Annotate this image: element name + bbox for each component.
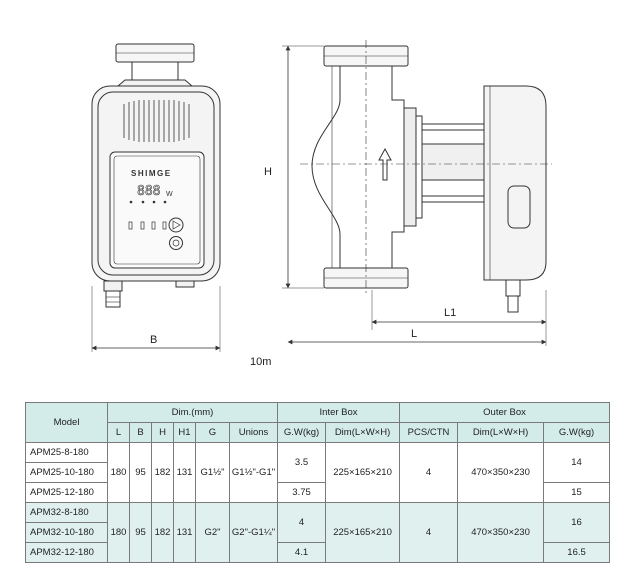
label-B: B bbox=[150, 334, 158, 346]
cell-L: 180 bbox=[107, 502, 130, 563]
label-L1: L1 bbox=[444, 307, 457, 319]
model-cell: APM25-10-180 bbox=[25, 462, 108, 483]
cell-pcs: 4 bbox=[399, 502, 459, 563]
cell-inter-dim: 225×165×210 bbox=[325, 502, 401, 563]
pump-drawing-svg: SHIMGE 888 W bbox=[91, 40, 552, 352]
subheader-L: L bbox=[107, 422, 130, 443]
cell-B: 95 bbox=[129, 442, 152, 503]
label-L: L bbox=[411, 328, 418, 340]
subheader-H: H bbox=[151, 422, 174, 443]
model-cell: APM32-12-180 bbox=[25, 542, 108, 563]
subheader-outer-dim: Dim(L×W×H) bbox=[457, 422, 545, 443]
cell-B: 95 bbox=[129, 502, 152, 563]
display-unit: W bbox=[166, 191, 173, 198]
model-cell: APM32-8-180 bbox=[25, 502, 108, 523]
side-view bbox=[300, 40, 552, 313]
cell-G: G1½" bbox=[195, 442, 230, 503]
table-row: APM25-12-180 3.75 15 bbox=[25, 482, 611, 503]
cell-outer-dim: 470×350×230 bbox=[457, 502, 545, 563]
cell-pcs: 4 bbox=[399, 442, 459, 503]
cell-outer-gw: 16 bbox=[543, 502, 611, 543]
cell-H: 182 bbox=[151, 442, 174, 503]
header-outer-box: Outer Box bbox=[399, 402, 611, 423]
subheader-G: G bbox=[195, 422, 230, 443]
front-neck bbox=[131, 62, 179, 81]
cable-gland bbox=[103, 280, 123, 292]
subheader-inter-dim: Dim(L×W×H) bbox=[325, 422, 401, 443]
side-cable-entry bbox=[507, 185, 531, 229]
subheader-outer-gw: G.W(kg) bbox=[543, 422, 611, 443]
cell-inter-gw: 4.1 bbox=[277, 542, 327, 563]
header-inter-box: Inter Box bbox=[277, 402, 401, 423]
subheader-inter-gw: G.W(kg) bbox=[277, 422, 327, 443]
model-cell: APM25-8-180 bbox=[25, 442, 108, 463]
display-digits: 888 bbox=[137, 184, 160, 199]
cell-G: G2" bbox=[195, 502, 230, 563]
cell-unions: G2"-G1¼" bbox=[228, 502, 279, 563]
subheader-H1: H1 bbox=[173, 422, 196, 443]
cell-outer-gw: 16.5 bbox=[543, 542, 611, 563]
indicator-leds bbox=[129, 200, 167, 204]
cell-H1: 131 bbox=[173, 502, 196, 563]
cell-inter-dim: 225×165×210 bbox=[325, 442, 401, 503]
subheader-unions: Unions bbox=[228, 422, 279, 443]
cell-outer-gw: 14 bbox=[543, 442, 611, 483]
cell-L: 180 bbox=[107, 442, 130, 503]
header-model: Model bbox=[25, 402, 108, 443]
pump-housing bbox=[311, 66, 405, 268]
control-box-side bbox=[483, 85, 547, 281]
drawing-note: 10m bbox=[250, 356, 272, 368]
label-H: H bbox=[264, 166, 272, 178]
cell-outer-dim: 470×350×230 bbox=[457, 442, 545, 503]
model-cell: APM25-12-180 bbox=[25, 482, 108, 503]
cell-outer-gw: 15 bbox=[543, 482, 611, 503]
dimension-lines bbox=[91, 45, 547, 352]
table-row: APM25-8-180 180 95 182 131 G1½" G1½"-G1"… bbox=[25, 442, 611, 503]
header-dim: Dim.(mm) bbox=[106, 402, 279, 423]
mode-button-icon bbox=[169, 236, 183, 250]
table-row: APM32-12-180 4.1 16.5 bbox=[25, 542, 611, 563]
cell-inter-gw: 4 bbox=[277, 502, 327, 543]
cell-H: 182 bbox=[151, 502, 174, 563]
header-row-2: L B H H1 G Unions G.W(kg) Dim(L×W×H) PCS… bbox=[26, 422, 611, 443]
subheader-pcs: PCS/CTN bbox=[399, 422, 459, 443]
cell-H1: 131 bbox=[173, 442, 196, 503]
brand-logo-text: SHIMGE bbox=[131, 169, 172, 178]
cell-inter-gw: 3.75 bbox=[277, 482, 327, 503]
subheader-B: B bbox=[129, 422, 152, 443]
model-cell: APM32-10-180 bbox=[25, 522, 108, 543]
cell-unions: G1½"-G1" bbox=[228, 442, 279, 503]
header-row-1: Model Dim.(mm) Inter Box Outer Box bbox=[25, 402, 611, 443]
spec-table: Model Dim.(mm) Inter Box Outer Box L B H… bbox=[25, 402, 611, 563]
cell-inter-gw: 3.5 bbox=[277, 442, 327, 483]
vent-grill bbox=[123, 100, 190, 142]
front-view bbox=[91, 43, 221, 308]
play-button-icon bbox=[168, 217, 184, 233]
technical-drawing: SHIMGE 888 W H B L1 L 10m bbox=[91, 40, 552, 368]
table-row: APM32-8-180 180 95 182 131 G2" G2"-G1¼" … bbox=[25, 502, 611, 563]
flow-direction-arrow-icon bbox=[378, 147, 392, 181]
